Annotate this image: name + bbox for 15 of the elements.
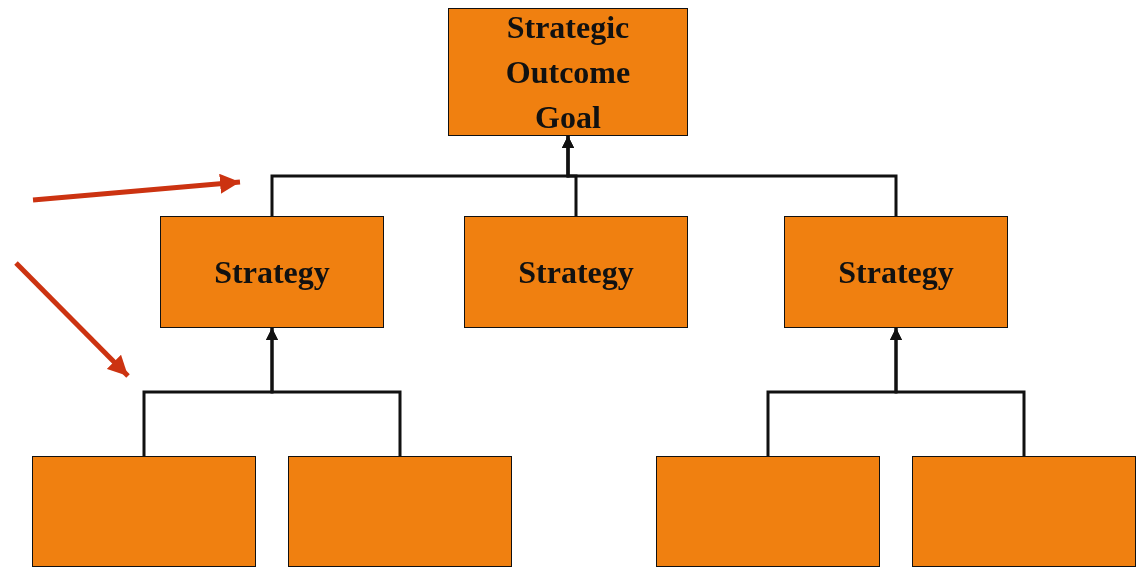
strategy-box [784,216,1008,328]
strategy-box [160,216,384,328]
connector-arrow [266,328,402,456]
empty-box [32,456,256,567]
connector-arrow [562,136,898,216]
empty-box [912,456,1136,567]
strategy-label: Strategy [214,252,330,292]
goal-box [448,8,688,136]
empty-box [656,456,880,567]
empty-box [288,456,512,567]
strategy-box [464,216,688,328]
connector-arrow [890,328,1026,456]
strategy-label: Strategy [518,252,634,292]
goal-label: Strategic Outcome Goal [504,7,632,137]
strategy-label: Strategy [838,252,954,292]
